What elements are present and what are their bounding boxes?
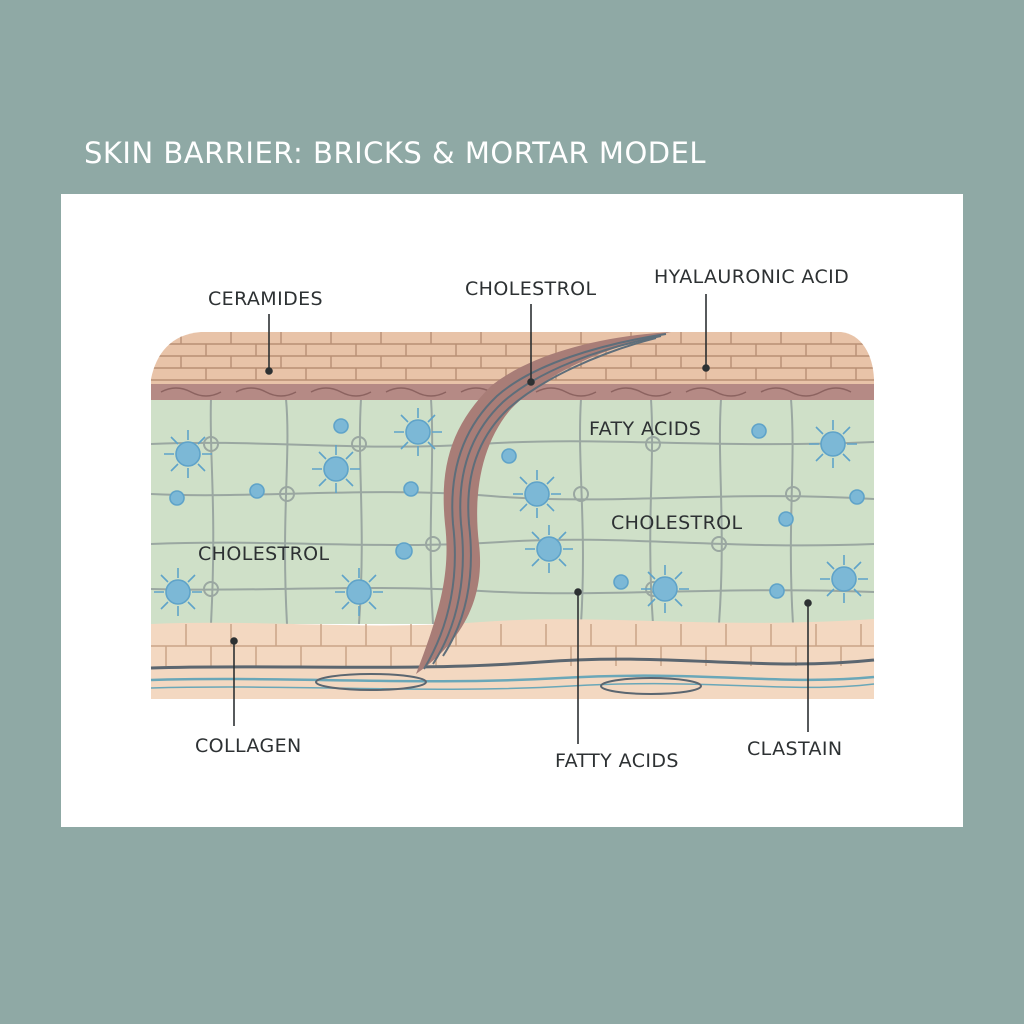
cells (154, 408, 868, 616)
leader-lines (230, 294, 812, 744)
bottom-layer (150, 619, 875, 699)
label-ceramides: CERAMIDES (208, 288, 323, 310)
label-faty-acids: FATY ACIDS (589, 418, 702, 440)
label-cholestrol-top: CHOLESTROL (465, 278, 597, 300)
label-cholestrol-right: CHOLESTROL (611, 512, 743, 534)
label-cholestrol-left: CHOLESTROL (198, 543, 330, 565)
skin-cross-section (150, 294, 875, 744)
label-hyaluronic-acid: HYALAURONIC ACID (654, 266, 850, 288)
diagram-title: SKIN BARRIER: BRICKS & MORTAR MODEL (84, 136, 707, 170)
label-fatty-acids-bottom: FATTY ACIDS (555, 750, 679, 772)
label-clastain: CLASTAIN (747, 738, 843, 760)
label-collagen: COLLAGEN (195, 735, 302, 757)
hair-shaft (416, 332, 671, 674)
diagram-panel: CERAMIDES CHOLESTROL HYALAURONIC ACID FA… (61, 194, 963, 827)
